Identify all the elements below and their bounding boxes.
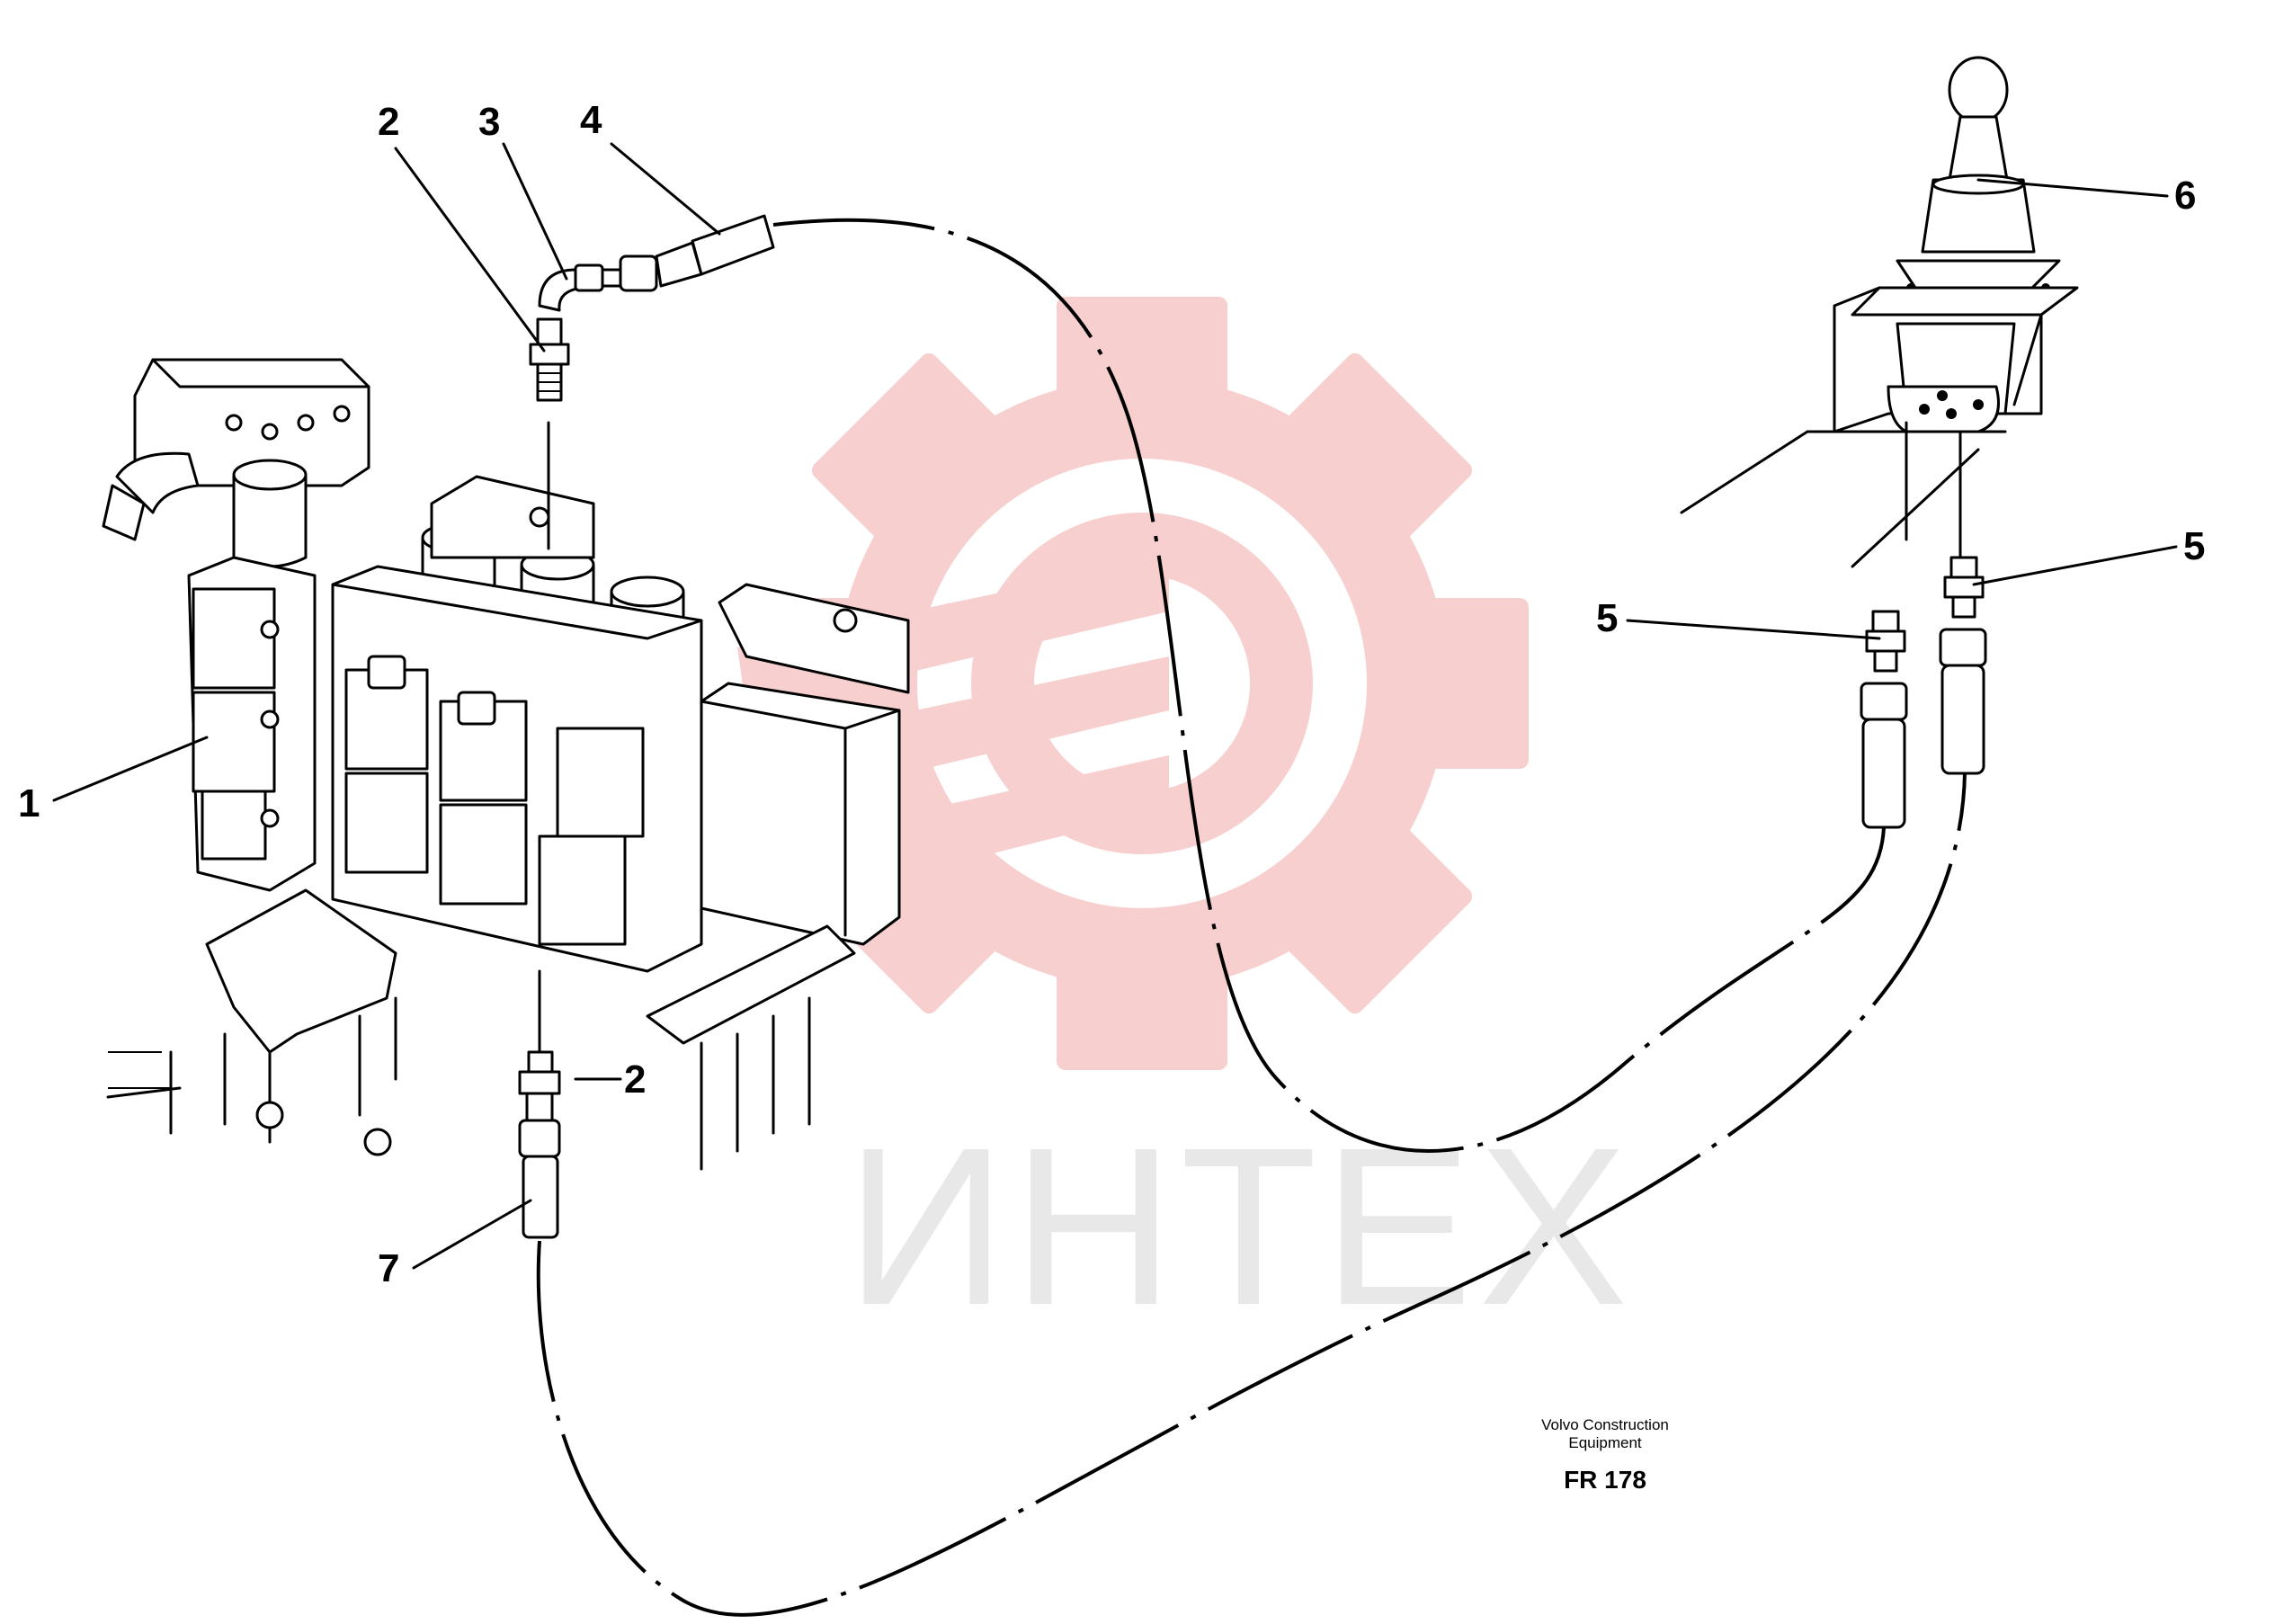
company-name-line1: Volvo Construction <box>1541 1416 1669 1433</box>
lower-fittings <box>518 969 561 1239</box>
right-fittings <box>1860 556 1987 829</box>
callout-leaders <box>52 142 2178 1270</box>
top-fittings <box>529 214 775 550</box>
callout-7: 7 <box>378 1246 399 1290</box>
callout-labels: 1 2 2 3 4 5 5 6 7 <box>18 98 2205 1290</box>
callout-4: 4 <box>580 98 602 142</box>
watermark-logo: ИНТЕХ <box>737 297 1633 1352</box>
gear-wrench-icon <box>737 297 1529 1070</box>
company-name-line2: Equipment <box>1568 1434 1642 1451</box>
callout-3: 3 <box>478 100 500 144</box>
control-valve-block <box>102 358 910 1171</box>
hoses <box>536 218 1967 1617</box>
callout-5-left: 5 <box>1596 596 1618 640</box>
callout-2-top: 2 <box>378 100 399 144</box>
callout-6: 6 <box>2174 174 2196 218</box>
callout-1: 1 <box>18 781 40 825</box>
watermark-text: ИНТЕХ <box>845 1101 1633 1352</box>
callout-5-right: 5 <box>2183 524 2205 568</box>
joystick-control <box>1680 56 2079 568</box>
figure-footer: Volvo Construction Equipment FR 178 <box>1541 1416 1669 1494</box>
figure-code: FR 178 <box>1564 1466 1646 1494</box>
callout-2-bottom: 2 <box>624 1057 646 1102</box>
